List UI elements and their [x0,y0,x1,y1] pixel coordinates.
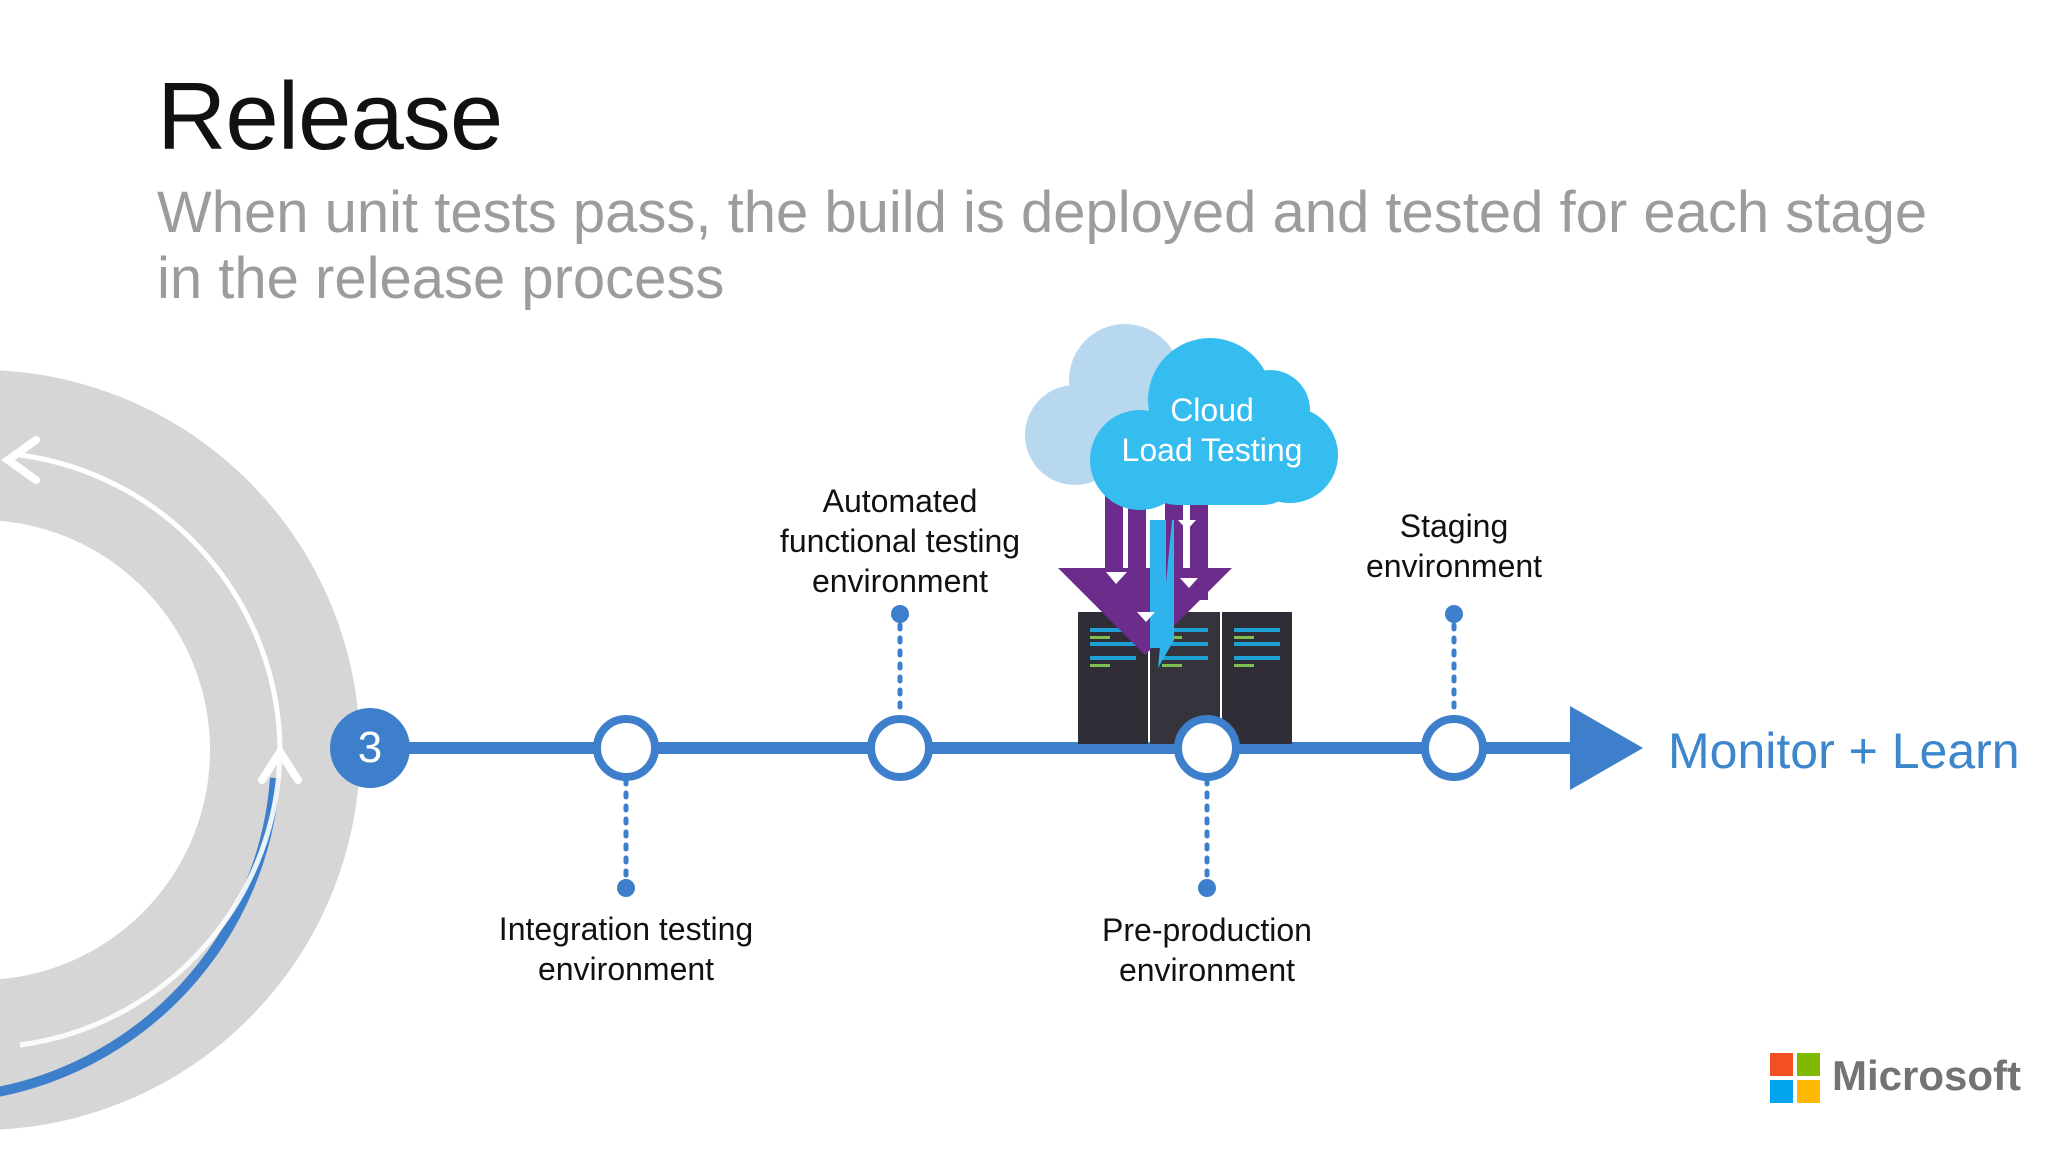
stage-node-integration [593,715,659,781]
cloud-label: Cloud Load Testing [1082,390,1342,470]
stage-label-line: functional testing [779,523,1021,559]
cloud-front-icon [1090,338,1338,510]
stage-label-staging: Staging environment [1284,506,1624,586]
stage-node-preproduction [1174,715,1240,781]
cycle-arrow-up-icon [258,744,302,784]
logo-square-blue [1770,1080,1793,1103]
logo-square-green [1797,1053,1820,1076]
stage-label-line: environment [811,563,989,599]
stage-label-line: Integration testing [498,911,754,947]
release-cycle-ring [0,370,360,1130]
cloud-label-line1: Cloud [1170,392,1254,428]
microsoft-logo-icon [1770,1053,1820,1103]
step-number: 3 [357,723,383,772]
stage-label-preproduction: Pre-production environment [1037,910,1377,990]
stage-node-staging [1421,715,1487,781]
timeline-arrowhead-icon [1570,706,1643,790]
step-number-badge [330,708,410,788]
connector-preproduction [1198,777,1216,897]
stage-label-line: Staging [1399,508,1509,544]
cycle-arrow-left-icon [1,436,40,484]
connector-integration [617,777,635,897]
connector-staging [1445,605,1463,718]
page-subtitle: When unit tests pass, the build is deplo… [157,180,1928,311]
stage-label-line: Pre-production [1102,912,1312,948]
cloud-label-line2: Load Testing [1121,432,1303,468]
stage-node-functional [867,715,933,781]
logo-square-red [1770,1053,1793,1076]
monitor-learn-label: Monitor + Learn [1668,723,2020,779]
logo-square-yellow [1797,1080,1820,1103]
stage-label-integration: Integration testing environment [456,909,796,989]
stage-label-functional: Automated functional testing environment [730,481,1070,601]
stage-label-line: environment [537,951,715,987]
connector-functional [891,605,909,718]
stage-label-line: Automated [822,483,978,519]
stage-label-line: environment [1365,548,1543,584]
page-title: Release [157,63,503,170]
microsoft-wordmark: Microsoft [1832,1052,2021,1099]
stage-label-line: environment [1118,952,1296,988]
